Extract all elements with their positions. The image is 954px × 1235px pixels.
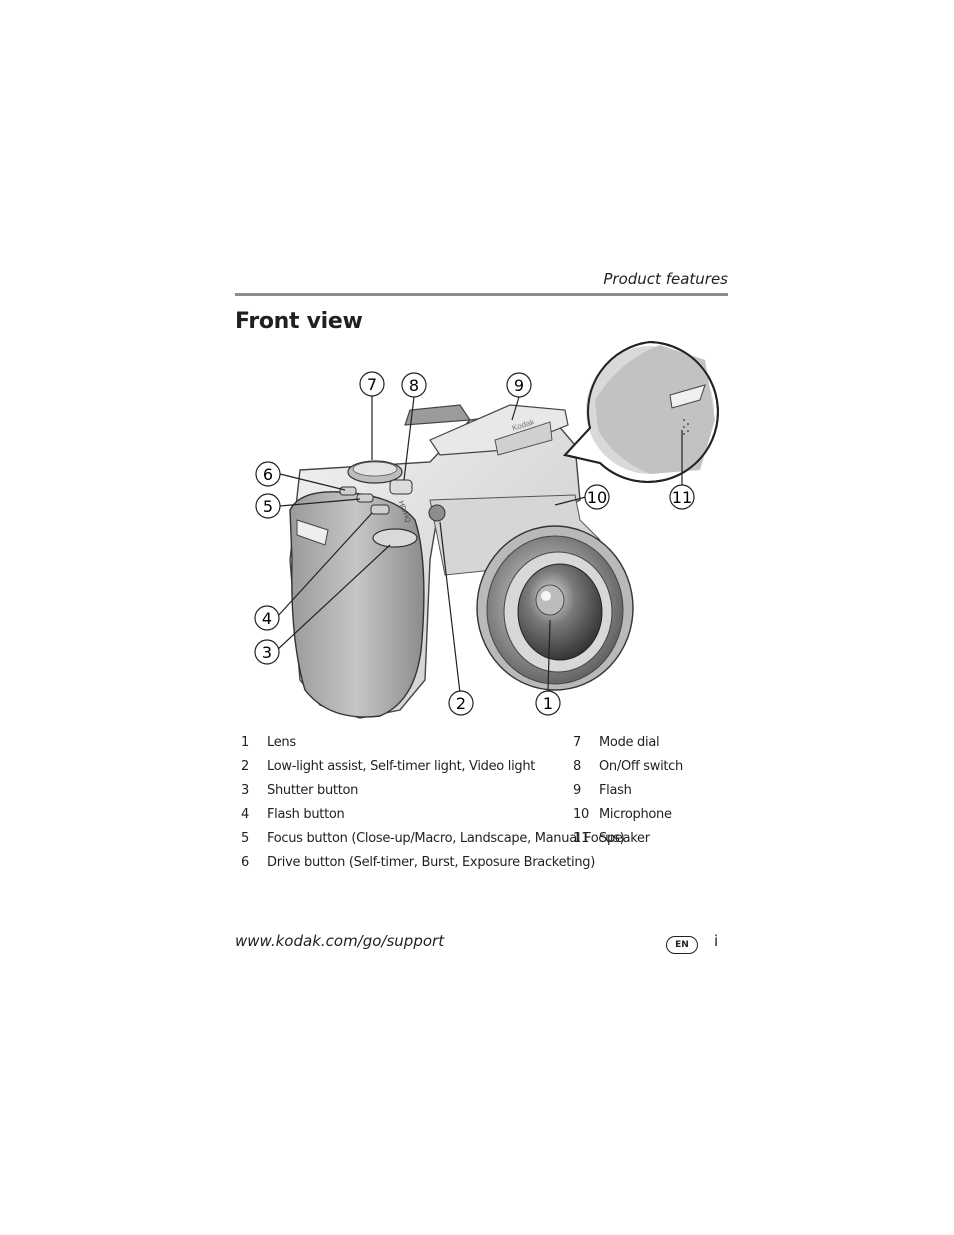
callout-5: 5 bbox=[255, 493, 281, 519]
legend-item: 2 Low-light assist, Self-timer light, Vid… bbox=[241, 755, 624, 779]
legend-number: 11 bbox=[573, 831, 589, 846]
legend-number: 1 bbox=[241, 735, 249, 750]
callout-3: 3 bbox=[254, 639, 280, 665]
legend-text: Speaker bbox=[599, 831, 650, 846]
legend-text: Low-light assist, Self-timer light, Vide… bbox=[267, 759, 536, 774]
legend-number: 10 bbox=[573, 807, 589, 822]
callout-4: 4 bbox=[254, 605, 280, 631]
lens bbox=[476, 525, 634, 691]
speaker-inset bbox=[563, 340, 719, 483]
callout-2: 2 bbox=[448, 690, 474, 716]
legend-text: Shutter button bbox=[267, 783, 359, 798]
legend-number: 7 bbox=[573, 735, 581, 750]
svg-text:2: 2 bbox=[456, 694, 466, 713]
legend-text: Lens bbox=[267, 735, 296, 750]
legend-item: 11 Speaker bbox=[573, 827, 683, 851]
legend-text: Flash bbox=[599, 783, 632, 798]
support-link[interactable]: www.kodak.com/go/support bbox=[235, 932, 445, 950]
legend-number: 8 bbox=[573, 759, 581, 774]
legend-number: 5 bbox=[241, 831, 249, 846]
callout-11: 11 bbox=[669, 484, 695, 510]
callout-8: 8 bbox=[401, 372, 427, 398]
svg-text:6: 6 bbox=[263, 465, 273, 484]
legend-text: On/Off switch bbox=[599, 759, 683, 774]
focus-button bbox=[356, 493, 374, 503]
callout-10: 10 bbox=[584, 484, 610, 510]
callout-9: 9 bbox=[506, 372, 532, 398]
callout-1: 1 bbox=[535, 690, 561, 716]
legend-text: Microphone bbox=[599, 807, 672, 822]
assist-light bbox=[428, 504, 446, 522]
on-off-switch bbox=[389, 479, 413, 495]
legend-text: Focus button (Close-up/Macro, Landscape,… bbox=[267, 831, 625, 846]
legend-item: 1 Lens bbox=[241, 731, 624, 755]
flash-button bbox=[370, 504, 390, 515]
legend-number: 3 bbox=[241, 783, 249, 798]
legend-item: 9 Flash bbox=[573, 779, 683, 803]
legend-left: 1 Lens 2 Low-light assist, Self-timer ligh… bbox=[241, 731, 625, 875]
drive-button bbox=[339, 486, 357, 496]
svg-text:1: 1 bbox=[543, 694, 553, 713]
legend-item: 3 Shutter button bbox=[241, 779, 624, 803]
legend-text: Flash button bbox=[267, 807, 345, 822]
svg-text:4: 4 bbox=[262, 609, 272, 628]
callout-7: 7 bbox=[359, 371, 385, 397]
svg-text:5: 5 bbox=[263, 497, 273, 516]
svg-text:7: 7 bbox=[367, 375, 377, 394]
legend-text: Drive button (Self-timer, Burst, Exposur… bbox=[267, 855, 596, 870]
header-rule bbox=[235, 293, 728, 296]
legend-number: 9 bbox=[573, 783, 581, 798]
legend-item: 8 On/Off switch bbox=[573, 755, 683, 779]
svg-text:9: 9 bbox=[514, 376, 524, 395]
legend-item: 6 Drive button (Self-timer, Burst, Exposu… bbox=[241, 851, 624, 875]
legend-right: 7 Mode dial 8 On/Off switch 9 Flash 10 Micro… bbox=[573, 731, 683, 851]
callout-6: 6 bbox=[255, 461, 281, 487]
svg-text:3: 3 bbox=[262, 643, 272, 662]
callout-markers: 7 8 9 6 5 10 11 4 3 2 1 bbox=[254, 371, 695, 716]
svg-text:10: 10 bbox=[587, 488, 607, 507]
svg-text:11: 11 bbox=[672, 488, 692, 507]
legend-number: 6 bbox=[241, 855, 249, 870]
legend-item: 4 Flash button bbox=[241, 803, 624, 827]
legend-number: 2 bbox=[241, 759, 249, 774]
legend-item: 5 Focus button (Close-up/Macro, Landscape… bbox=[241, 827, 625, 851]
camera-body: Kodak HD/HQ bbox=[289, 404, 601, 719]
camera-front-illustration: Kodak HD/HQ bbox=[254, 340, 719, 719]
section-header: Product features bbox=[603, 270, 728, 288]
legend-item: 7 Mode dial bbox=[573, 731, 683, 755]
page-title: Front view bbox=[235, 309, 363, 334]
callout-leaders bbox=[276, 396, 683, 694]
legend-item: 10 Microphone bbox=[573, 803, 683, 827]
legend-number: 4 bbox=[241, 807, 249, 822]
shutter-button bbox=[372, 528, 418, 548]
language-badge: EN bbox=[666, 936, 698, 954]
svg-text:8: 8 bbox=[409, 376, 419, 395]
legend-text: Mode dial bbox=[599, 735, 660, 750]
page-number: i bbox=[714, 932, 719, 950]
flash-unit bbox=[429, 404, 569, 456]
